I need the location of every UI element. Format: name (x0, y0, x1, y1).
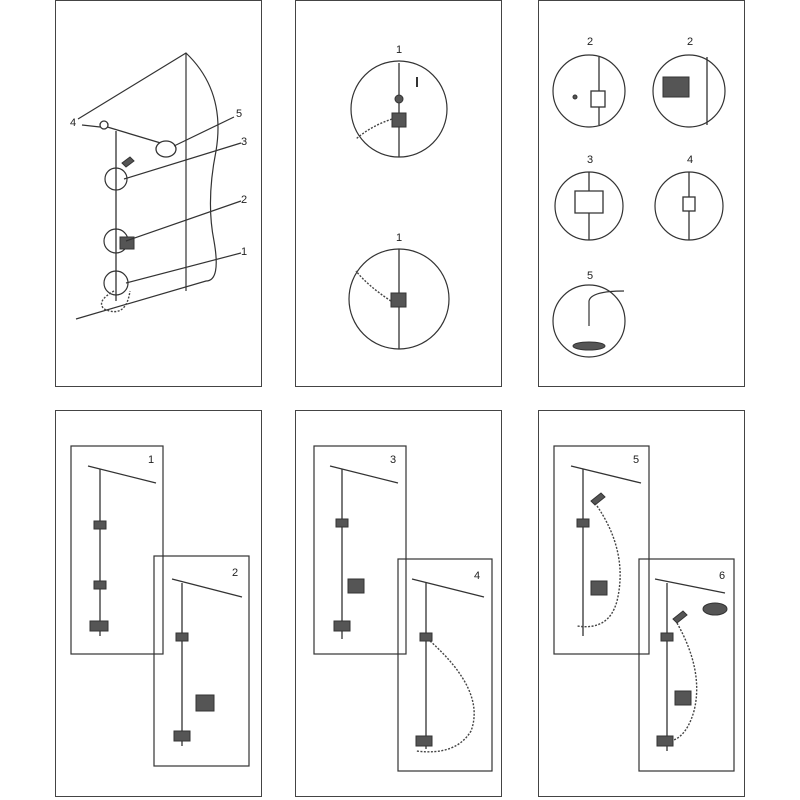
top-arm (87, 465, 157, 484)
top-arm (411, 578, 485, 598)
step-number: 6 (719, 570, 725, 582)
wall-bracket-circle (155, 140, 177, 158)
leader-4 (81, 124, 101, 128)
leader-5 (173, 116, 235, 147)
shower-arm (588, 290, 625, 326)
leader-1 (125, 252, 242, 284)
panel-steps-5-6: 5 6 (538, 410, 745, 797)
detail-circle-holder (552, 54, 626, 128)
hose-segment (355, 270, 392, 302)
step-number: 1 (148, 454, 154, 466)
soap-basket-icon (662, 76, 690, 98)
shower-hose (658, 622, 698, 743)
valve-details-drawing: 1 1 (348, 44, 450, 350)
valve-body (415, 735, 433, 747)
callout-label: 4 (687, 154, 693, 166)
hose-segment (355, 118, 393, 140)
valve-body (656, 735, 674, 747)
callout-label: 2 (587, 36, 593, 48)
slider-bracket (175, 632, 189, 642)
arm-end-cap (99, 120, 109, 130)
callout-label: 3 (587, 154, 593, 166)
hose-loop (100, 290, 131, 313)
accessory-details-drawing: 2 2 3 4 5 (552, 36, 726, 358)
panel-valve-details: 1 1 (295, 0, 502, 387)
screw-icon (572, 94, 578, 100)
valve-body (173, 730, 191, 742)
step-frame-2 (153, 555, 250, 767)
screw-icon (416, 77, 418, 87)
callout-label: 1 (241, 246, 247, 258)
shower-head-icon (572, 341, 606, 351)
detail-circle-basket (652, 54, 726, 128)
slider-bracket (335, 518, 349, 528)
slider-bracket (419, 632, 433, 642)
step-frame-4 (397, 558, 493, 772)
callout-label: 1 (396, 232, 402, 244)
hand-shower-icon (672, 610, 688, 624)
valve-body (390, 292, 407, 308)
valve-body (333, 620, 351, 632)
top-arm (329, 465, 399, 484)
steps-3-4-drawing: 3 4 (313, 445, 493, 772)
callout-label: 1 (396, 44, 402, 56)
step-number: 4 (474, 570, 480, 582)
soap-basket-icon (590, 580, 608, 596)
soap-basket-icon (195, 694, 215, 712)
panel-wall-overview: 4 5 3 2 1 (55, 0, 262, 387)
leader-3 (123, 142, 242, 180)
pipe-clip (93, 580, 107, 590)
hand-shower-icon (121, 156, 135, 168)
panel-steps-1-2: 1 2 (55, 410, 262, 797)
top-arm (103, 125, 165, 145)
step-number: 3 (390, 454, 396, 466)
callout-label: 5 (236, 108, 242, 120)
holder-clamp (590, 90, 606, 108)
step-frame-1 (70, 445, 164, 655)
pipe-clip (682, 196, 696, 212)
slider-bracket (576, 518, 590, 528)
detail-circle-3 (104, 167, 128, 191)
soap-basket-icon (674, 690, 692, 706)
shower-hose (576, 502, 621, 628)
step-number: 2 (232, 567, 238, 579)
valve-body (89, 620, 109, 632)
shower-hose (415, 640, 475, 753)
detail-circle-head (552, 284, 626, 358)
steps-1-2-drawing: 1 2 (70, 445, 250, 767)
valve-body (391, 112, 407, 128)
top-arm (654, 578, 726, 594)
hand-shower-icon (590, 492, 606, 506)
top-arm (570, 465, 642, 484)
step-frame-3 (313, 445, 407, 655)
nut-icon (394, 94, 404, 104)
callout-label: 3 (241, 136, 247, 148)
step-number: 5 (633, 454, 639, 466)
panel-accessory-details: 2 2 3 4 5 (538, 0, 745, 387)
step-frame-6 (638, 558, 735, 772)
wall-outline (75, 52, 219, 320)
shower-head-icon (702, 602, 728, 616)
wall-overview-drawing: 4 5 3 2 1 (70, 52, 247, 320)
steps-5-6-drawing: 5 6 (553, 445, 735, 772)
step-frame-5 (553, 445, 650, 655)
leader-2 (125, 200, 242, 242)
slider-bracket (574, 190, 604, 214)
callout-label: 2 (241, 194, 247, 206)
top-arm (171, 578, 243, 598)
slider-bracket (660, 632, 674, 642)
soap-basket-icon (347, 578, 365, 594)
callout-label: 5 (587, 270, 593, 282)
slider-bracket (93, 520, 107, 530)
callout-label: 2 (687, 36, 693, 48)
panel-steps-3-4: 3 4 (295, 410, 502, 797)
callout-label: 4 (70, 117, 76, 129)
